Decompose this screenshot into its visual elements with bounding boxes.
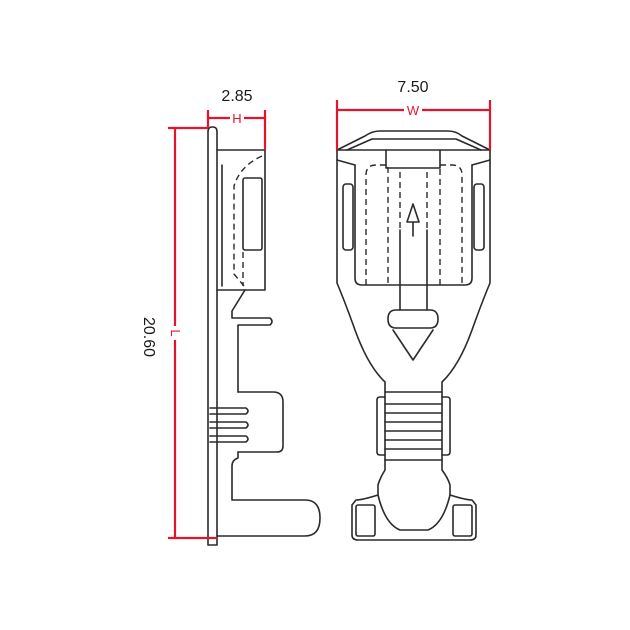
front-view [336,130,491,541]
front-center-arrow [406,203,420,237]
dimension-w: W 7.50 [335,79,492,150]
side-crimp-slot [209,407,249,415]
side-base-plate [207,126,218,546]
front-top-cap-inner [346,138,482,151]
side-crimp-slot [209,421,249,429]
front-wing-right [452,504,473,537]
side-locking-lance [231,289,273,393]
front-body-shoulder [336,159,491,166]
side-view [207,126,321,546]
front-lance-pill [387,309,439,329]
front-center-rails [399,229,428,311]
front-insulation-wings [351,459,477,541]
dim-w-symbol: W [407,103,420,118]
dimension-h: H 2.85 [206,88,267,150]
front-window-left [342,183,354,251]
dim-h-value: 2.85 [221,88,252,105]
side-insulation-tab [216,451,321,537]
front-crimp-flange-left [376,396,386,456]
dim-w-value: 7.50 [397,79,428,96]
dim-h-symbol: H [232,111,241,126]
front-body-outline-left [336,149,386,393]
side-spring-hidden-line [233,155,263,287]
front-window-right [473,183,485,251]
side-contact-window [242,177,263,251]
dimension-l: L 20.60 [140,126,217,540]
front-body-outline-right [441,149,491,393]
side-crimp-slot [209,435,249,443]
side-contact-box [216,149,266,291]
front-lance-v [392,329,434,361]
front-body-inner [354,164,473,286]
dim-l-symbol: L [168,329,183,336]
side-crimp-section [237,391,284,453]
dim-l-value: 20.60 [140,317,157,357]
front-crimp-serrations [384,403,443,450]
front-wing-inner-curve [377,494,451,531]
front-spring-left-hidden [365,164,389,285]
front-wing-left [355,504,376,537]
front-spring-right-hidden [439,164,463,285]
front-top-cap [336,130,491,151]
front-crimp-flange-right [441,396,451,456]
front-center-tab [385,149,441,169]
